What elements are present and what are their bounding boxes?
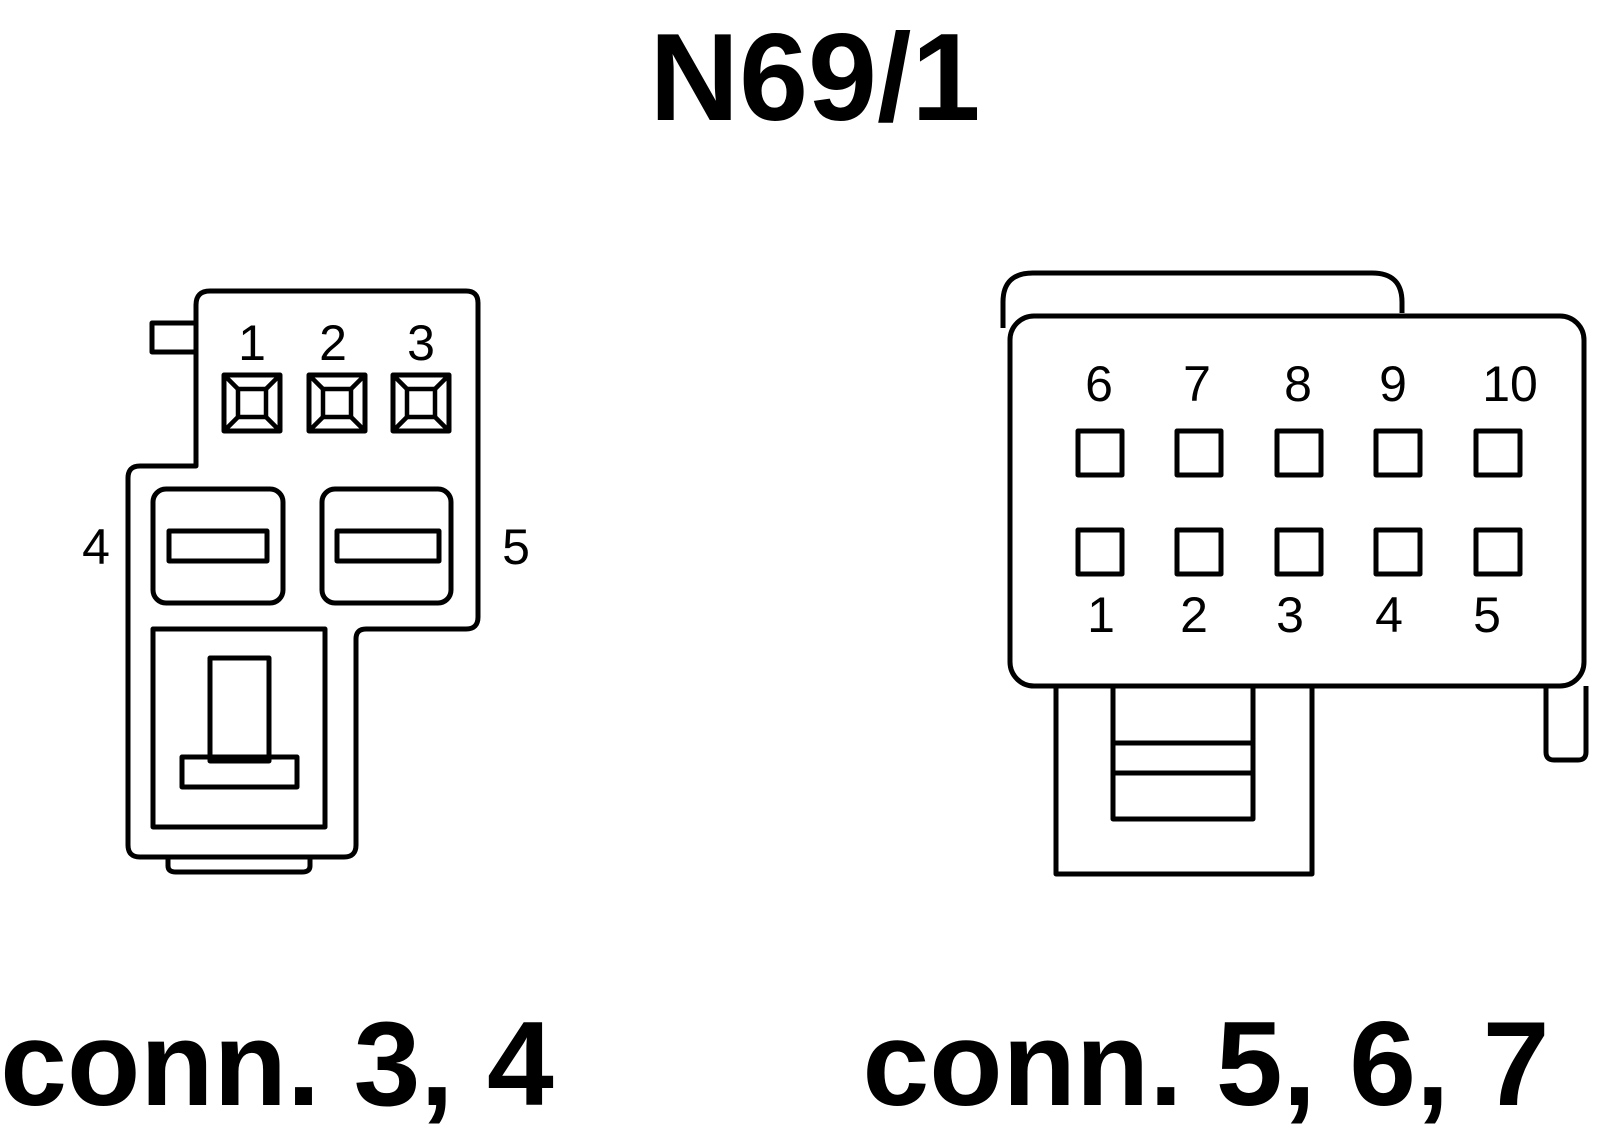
right-connector: 6 7 8 9 10 1 2 3 4 5 <box>1000 270 1589 877</box>
right-pin-9-cavity <box>1373 428 1423 478</box>
right-pin-label-6: 6 <box>1085 356 1113 412</box>
left-connector-caption: conn. 3, 4 <box>0 997 554 1131</box>
right-pin-7-cavity <box>1174 428 1224 478</box>
left-pin-label-5: 5 <box>502 519 530 575</box>
right-pin-10-cavity <box>1473 428 1523 478</box>
left-connector: 1 2 3 4 5 <box>82 288 530 875</box>
right-pin-label-4: 4 <box>1375 587 1403 643</box>
right-pin-label-5: 5 <box>1473 587 1501 643</box>
right-pin-2-cavity <box>1174 527 1224 577</box>
diagram-title: N69/1 <box>650 9 981 147</box>
right-pin-3-cavity <box>1274 527 1324 577</box>
right-pin-label-10: 10 <box>1482 356 1538 412</box>
left-pin-label-3: 3 <box>407 315 435 371</box>
left-connector-bottom-lip <box>165 857 313 875</box>
right-connector-latch-outer <box>1053 686 1315 877</box>
right-connector-front-face <box>1007 313 1587 689</box>
left-pin-4-cavity <box>150 486 286 606</box>
right-connector-side-tab <box>1543 686 1589 763</box>
right-pin-8-cavity <box>1274 428 1324 478</box>
right-connector-latch-inner <box>1110 686 1256 822</box>
left-connector-tab <box>149 320 196 355</box>
right-pin-label-8: 8 <box>1284 356 1312 412</box>
right-pin-5-cavity <box>1473 527 1523 577</box>
left-pin-4-blade <box>166 528 270 564</box>
right-pin-label-7: 7 <box>1183 356 1211 412</box>
right-connector-caption: conn. 5, 6, 7 <box>863 997 1550 1131</box>
left-pin-label-2: 2 <box>319 315 347 371</box>
right-pin-1-cavity <box>1075 527 1125 577</box>
left-connector-latch-bar <box>179 754 300 790</box>
left-pin-3-terminal <box>390 372 452 434</box>
left-pin-2-terminal <box>306 372 368 434</box>
left-pin-label-1: 1 <box>238 315 266 371</box>
left-pin-5-blade <box>334 528 442 564</box>
left-pin-1-terminal <box>221 372 283 434</box>
right-pin-label-2: 2 <box>1180 587 1208 643</box>
right-pin-label-9: 9 <box>1379 356 1407 412</box>
right-connector-back-housing <box>1000 270 1405 328</box>
left-pin-label-4: 4 <box>82 519 110 575</box>
right-pin-6-cavity <box>1075 428 1125 478</box>
left-pin-5-cavity <box>319 486 454 606</box>
right-pin-4-cavity <box>1373 527 1423 577</box>
right-pin-label-1: 1 <box>1087 587 1115 643</box>
left-connector-housing <box>125 288 481 860</box>
left-connector-latch-frame <box>150 626 328 830</box>
right-pin-label-3: 3 <box>1276 587 1304 643</box>
left-connector-latch-stem <box>207 655 272 764</box>
